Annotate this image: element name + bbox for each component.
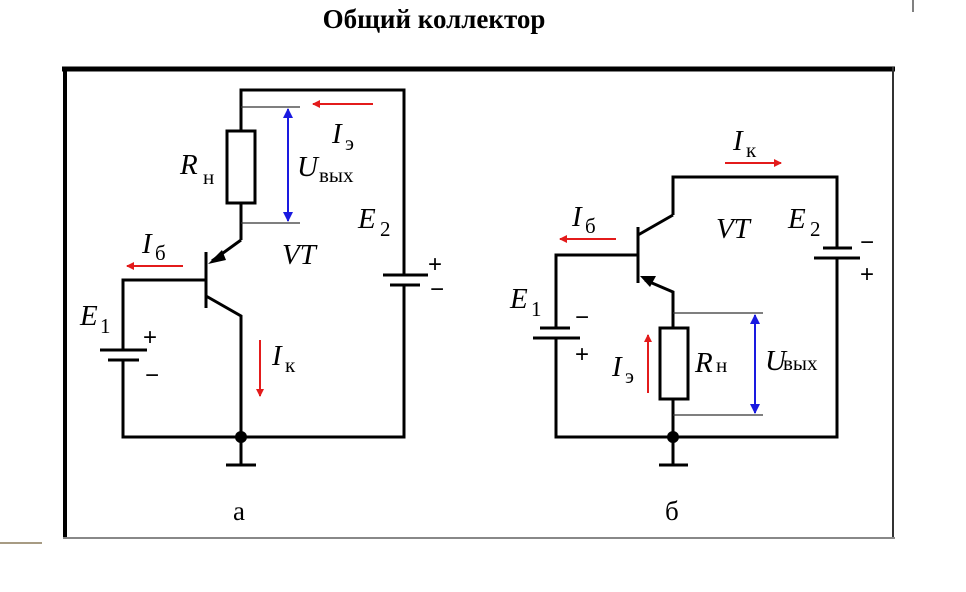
label-ik: I <box>732 125 744 157</box>
e1-plus: + <box>143 324 157 351</box>
label-e1-sub: 1 <box>531 297 542 321</box>
label-ie-sub: э <box>625 364 634 388</box>
wires <box>554 175 839 439</box>
label-r: R <box>179 149 198 181</box>
ground-symbol <box>659 437 688 467</box>
e1-plus: + <box>575 341 589 368</box>
battery-e1 <box>100 348 147 362</box>
page-title: Общий коллектор <box>322 4 546 34</box>
label-e1-sub: 1 <box>100 314 111 338</box>
e2-plus: + <box>860 261 874 288</box>
label-ie: I <box>331 118 343 150</box>
label-u: U <box>765 345 788 377</box>
label-ib: I <box>571 201 583 233</box>
label-e2: E <box>357 203 376 235</box>
label-r-sub: н <box>203 165 214 189</box>
label-r-sub: н <box>716 353 727 377</box>
label-ie-sub: э <box>345 131 354 155</box>
caption-a: а <box>233 496 245 526</box>
label-e2: E <box>787 203 806 235</box>
e2-plus: + <box>428 251 442 278</box>
label-ib-sub: б <box>585 214 596 238</box>
label-ik-sub: к <box>285 353 296 377</box>
label-ik: I <box>271 340 283 372</box>
transistor-vt <box>636 227 656 287</box>
e1-minus: − <box>145 362 159 389</box>
circuit-a: R н U вых I э I б I к VT E 1 + − E 2 + −… <box>79 88 444 526</box>
label-e2-sub: 2 <box>810 217 821 241</box>
wires <box>121 88 406 439</box>
label-u-sub: вых <box>319 163 354 187</box>
diagram-frame <box>62 66 895 539</box>
label-ik-sub: к <box>746 138 757 162</box>
label-u: U <box>297 151 320 183</box>
ground-symbol <box>226 437 256 467</box>
label-r: R <box>694 347 713 379</box>
label-e1: E <box>79 300 98 332</box>
label-e2-sub: 2 <box>380 217 391 241</box>
resistor-rn <box>658 326 690 401</box>
e2-minus: − <box>860 229 874 256</box>
label-vt: VT <box>282 239 318 271</box>
caption-b: б <box>665 496 679 526</box>
e2-minus: − <box>430 276 444 303</box>
battery-e1 <box>533 326 580 340</box>
label-e1: E <box>509 283 528 315</box>
battery-e2 <box>814 246 860 260</box>
battery-e2 <box>383 273 428 287</box>
transistor-vt <box>204 238 242 308</box>
e1-minus: − <box>575 304 589 331</box>
label-ib-sub: б <box>155 241 166 265</box>
resistor-rn <box>225 129 257 205</box>
label-vt: VT <box>716 213 752 245</box>
circuit-b: I к I б I э R н U вых VT E 2 − + E 1 − +… <box>509 125 874 526</box>
label-u-sub: вых <box>783 351 818 375</box>
label-ib: I <box>141 228 153 260</box>
label-ie: I <box>611 351 623 383</box>
